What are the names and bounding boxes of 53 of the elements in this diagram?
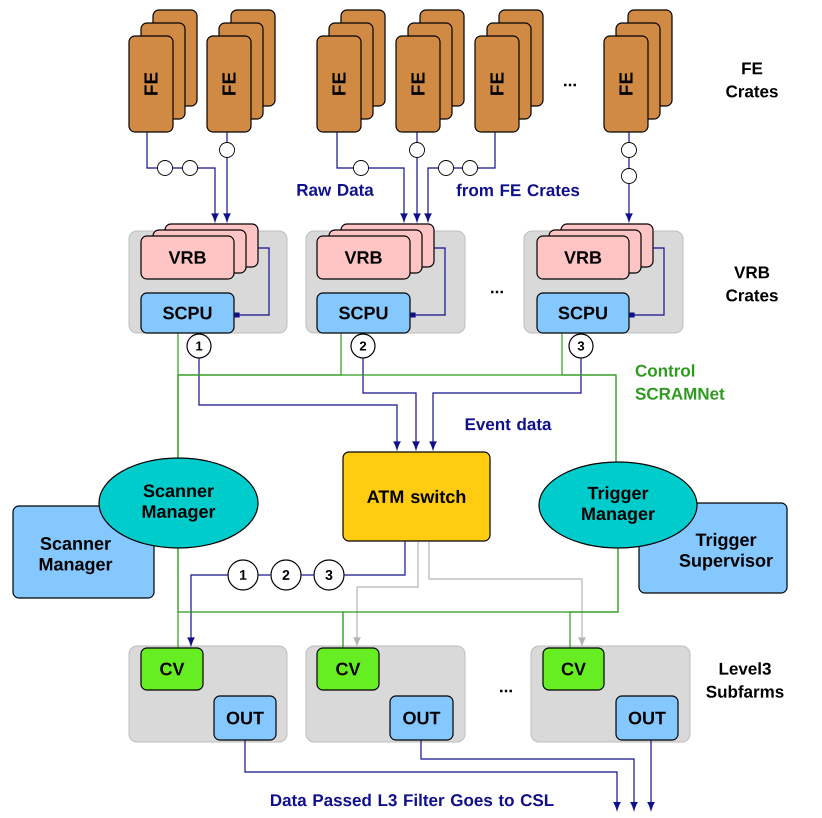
section-label: Control SCRAMNet <box>636 364 724 400</box>
connector-line <box>429 358 582 450</box>
fe-module-stack: FE <box>206 9 276 133</box>
connector-line <box>258 574 270 576</box>
cv-box: CV <box>542 647 605 691</box>
vrb-board-stack: VRB <box>140 223 259 280</box>
connector-line <box>302 574 314 576</box>
connector-line <box>630 247 665 318</box>
annotation-text: from FE Crates <box>456 184 580 196</box>
scpu-box: SCPU <box>140 292 235 334</box>
fe-module-stack: FE <box>395 9 465 133</box>
connector-line <box>413 132 421 222</box>
connector-line <box>187 574 228 646</box>
switch-box: ATM switch <box>342 451 491 542</box>
vrb-board-stack: VRB <box>316 223 435 280</box>
cv-box: CV <box>140 647 204 691</box>
connector-line <box>344 542 406 576</box>
connector-line <box>244 740 621 810</box>
connector-line <box>625 132 633 222</box>
out-box: OUT <box>615 695 679 741</box>
annotation-text: Data Passed L3 Filter Goes to CSL <box>270 794 554 806</box>
cv-box: CV <box>316 647 380 691</box>
ellipsis: ... <box>491 290 503 294</box>
out-box: OUT <box>213 695 277 741</box>
connector-line <box>342 548 619 648</box>
connector-line <box>336 132 408 222</box>
scpu-box: SCPU <box>536 292 630 334</box>
out-box: OUT <box>389 695 454 741</box>
vrb-board-stack: VRB <box>536 223 654 280</box>
connector-line <box>428 542 586 646</box>
section-label: FE Crates <box>726 62 778 98</box>
fe-module-stack: FE <box>603 9 673 133</box>
connector-line <box>353 542 419 646</box>
connector-line <box>420 740 638 810</box>
connector-line <box>177 374 617 462</box>
section-label: Level3 Subfarms <box>706 662 784 698</box>
section-label: VRB Crates <box>726 266 778 302</box>
ellipsis: ... <box>500 690 512 692</box>
fe-module-stack: FE <box>316 9 386 133</box>
connector-line <box>198 358 401 450</box>
ellipsis: ... <box>564 84 576 86</box>
connector-line <box>410 247 446 318</box>
fe-module-stack: FE <box>474 9 544 133</box>
connector-line <box>647 740 655 810</box>
scpu-box: SCPU <box>316 292 411 334</box>
connector-line <box>362 358 420 450</box>
connector-line <box>234 247 270 318</box>
connector-line <box>223 132 231 222</box>
connector-line <box>424 132 496 222</box>
annotation-text: Raw Data <box>297 184 374 196</box>
fe-module-stack: FE <box>128 9 198 133</box>
connector-line <box>146 132 219 222</box>
annotation-text: Event data <box>466 418 552 430</box>
